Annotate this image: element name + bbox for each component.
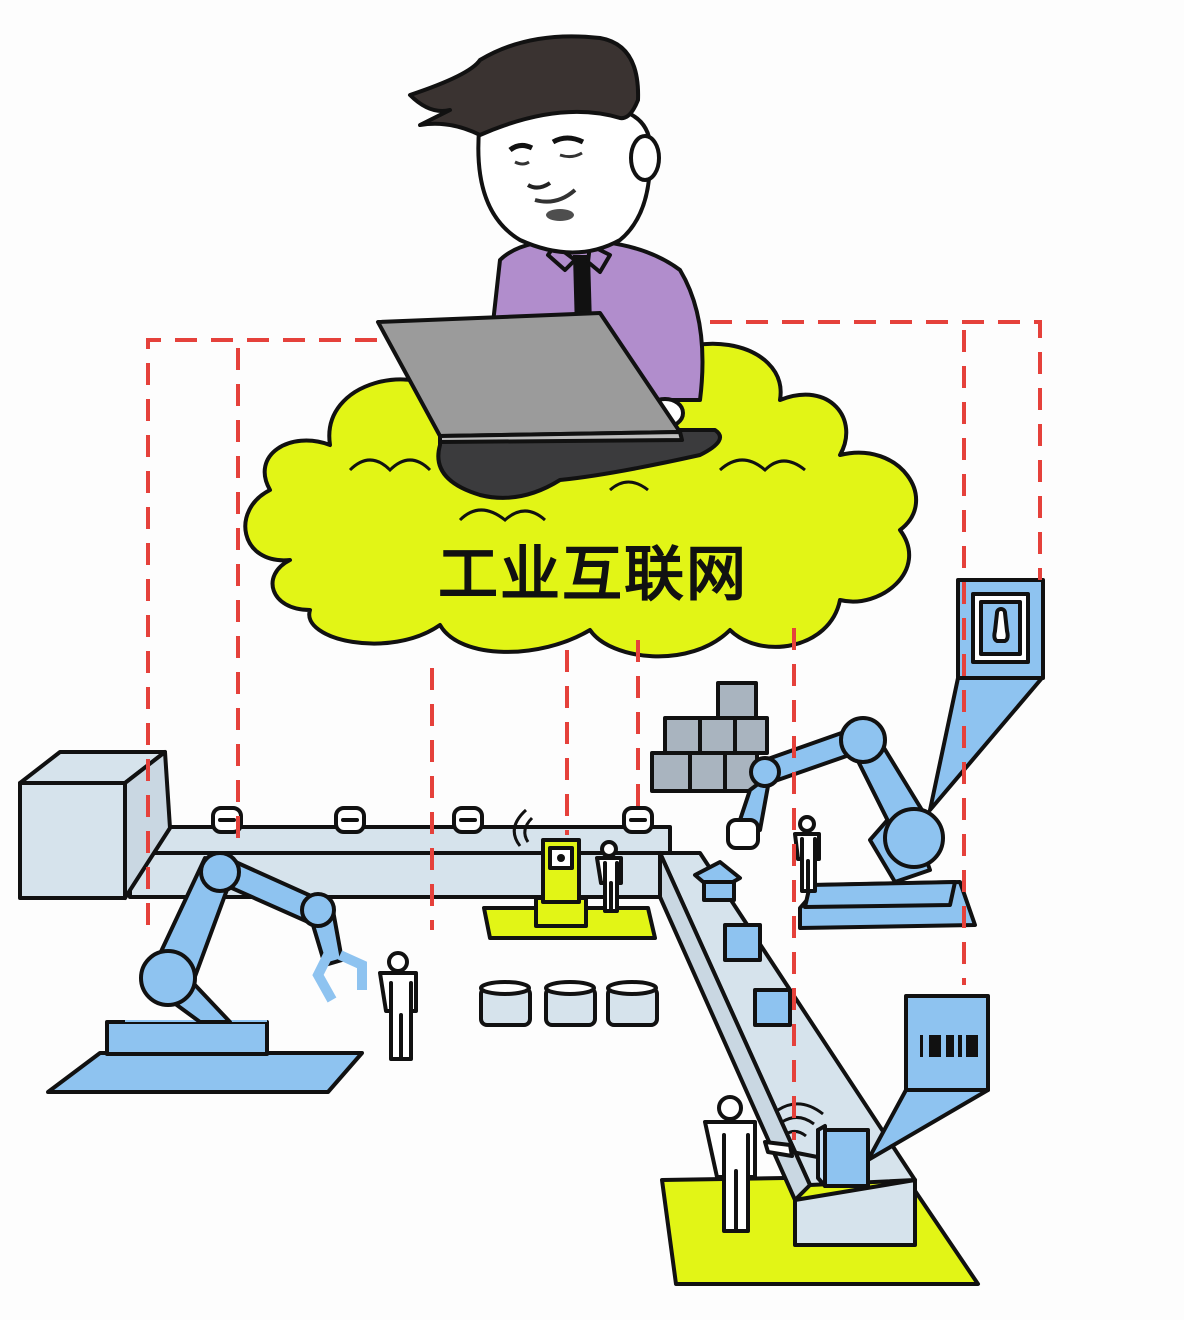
barcode-callout — [866, 994, 990, 1162]
cloud-title: 工业互联网 — [438, 540, 748, 610]
lock-callout — [928, 578, 1045, 812]
scanner-station — [763, 1102, 870, 1188]
worker-figure — [378, 951, 418, 1061]
robot-arm-left — [105, 851, 367, 1056]
keyhole-icon — [992, 607, 1010, 643]
drum-icon — [606, 980, 659, 1027]
worker-figure — [595, 840, 623, 913]
machine-box — [18, 750, 172, 900]
camera-icon — [452, 806, 484, 834]
cloud-detail — [348, 458, 806, 522]
tie — [573, 255, 592, 330]
laptop-icon — [376, 311, 684, 444]
storage-drums — [479, 980, 659, 1027]
barcode-icon — [920, 1035, 978, 1057]
robot-arm-right — [726, 716, 977, 930]
sensor-cameras — [211, 806, 654, 834]
robot-left-floor-pad — [46, 1051, 364, 1094]
cloud — [243, 341, 919, 659]
camera-icon — [211, 806, 243, 834]
drum-icon — [479, 980, 532, 1027]
drum-icon — [544, 980, 597, 1027]
network-links — [146, 320, 1042, 1140]
box-stack — [650, 681, 769, 793]
worker-with-scanner — [703, 1095, 757, 1233]
hair — [408, 34, 641, 137]
kiosk-terminal — [534, 838, 588, 928]
pants — [436, 428, 722, 500]
businessman-character — [408, 34, 722, 500]
belt-boxes — [693, 860, 792, 1027]
camera-icon — [622, 806, 654, 834]
face — [476, 108, 653, 255]
camera-icon — [334, 806, 366, 834]
worker-figure — [793, 815, 821, 893]
wireless-signal-icon — [512, 808, 534, 847]
